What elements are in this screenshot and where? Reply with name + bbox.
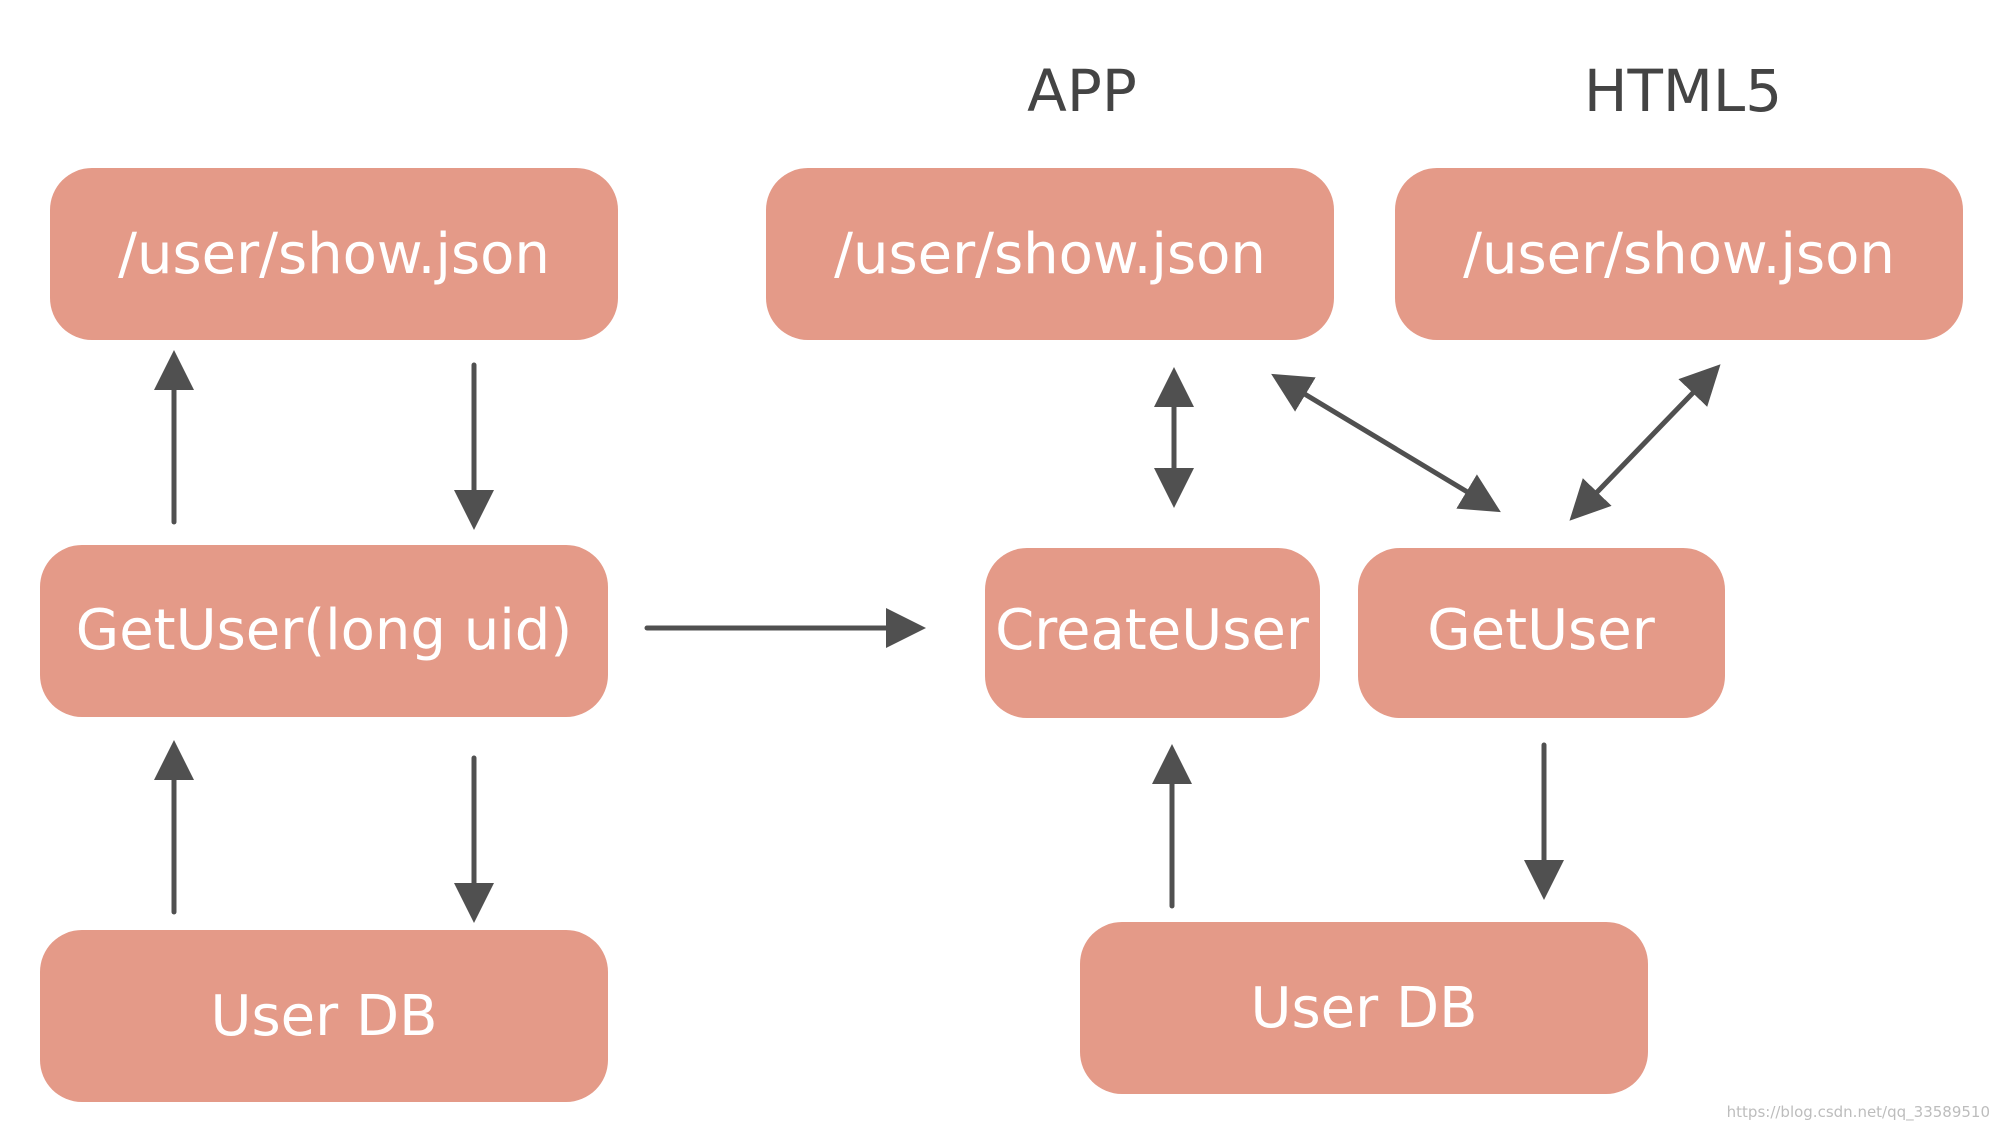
left-api-label: /user/show.json (118, 222, 550, 287)
right-create-label: CreateUser (995, 598, 1310, 663)
right-create-node: CreateUser (985, 548, 1320, 718)
left-service-label: GetUser(long uid) (76, 598, 572, 663)
right-get-label: GetUser (1427, 598, 1655, 663)
right-create-box (985, 548, 1320, 718)
header-app: APP (1027, 57, 1137, 125)
right-db-label: User DB (1251, 976, 1478, 1041)
left-service-node: GetUser(long uid) (40, 545, 608, 717)
arrow-html5-api-get-bidirectional (1569, 364, 1721, 521)
right-app-api-node: /user/show.json (766, 168, 1334, 340)
right-db-box (1080, 922, 1648, 1094)
watermark-text: https://blog.csdn.net/qq_33589510 (1727, 1103, 1990, 1122)
arrow-app-api-get-bidirectional (1271, 373, 1501, 513)
right-html5-api-box (1395, 168, 1963, 340)
left-api-box (50, 168, 618, 340)
right-get-node: GetUser (1358, 548, 1725, 718)
left-service-box (40, 545, 608, 717)
right-html5-api-label: /user/show.json (1463, 222, 1895, 287)
right-app-api-box (766, 168, 1334, 340)
left-db-label: User DB (211, 984, 438, 1049)
header-html5: HTML5 (1584, 57, 1782, 125)
left-db-box (40, 930, 608, 1102)
right-db-node: User DB (1080, 922, 1648, 1094)
right-get-box (1358, 548, 1725, 718)
left-db-node: User DB (40, 930, 608, 1102)
right-html5-api-node: /user/show.json (1395, 168, 1963, 340)
left-api-node: /user/show.json (50, 168, 618, 340)
right-app-api-label: /user/show.json (834, 222, 1266, 287)
